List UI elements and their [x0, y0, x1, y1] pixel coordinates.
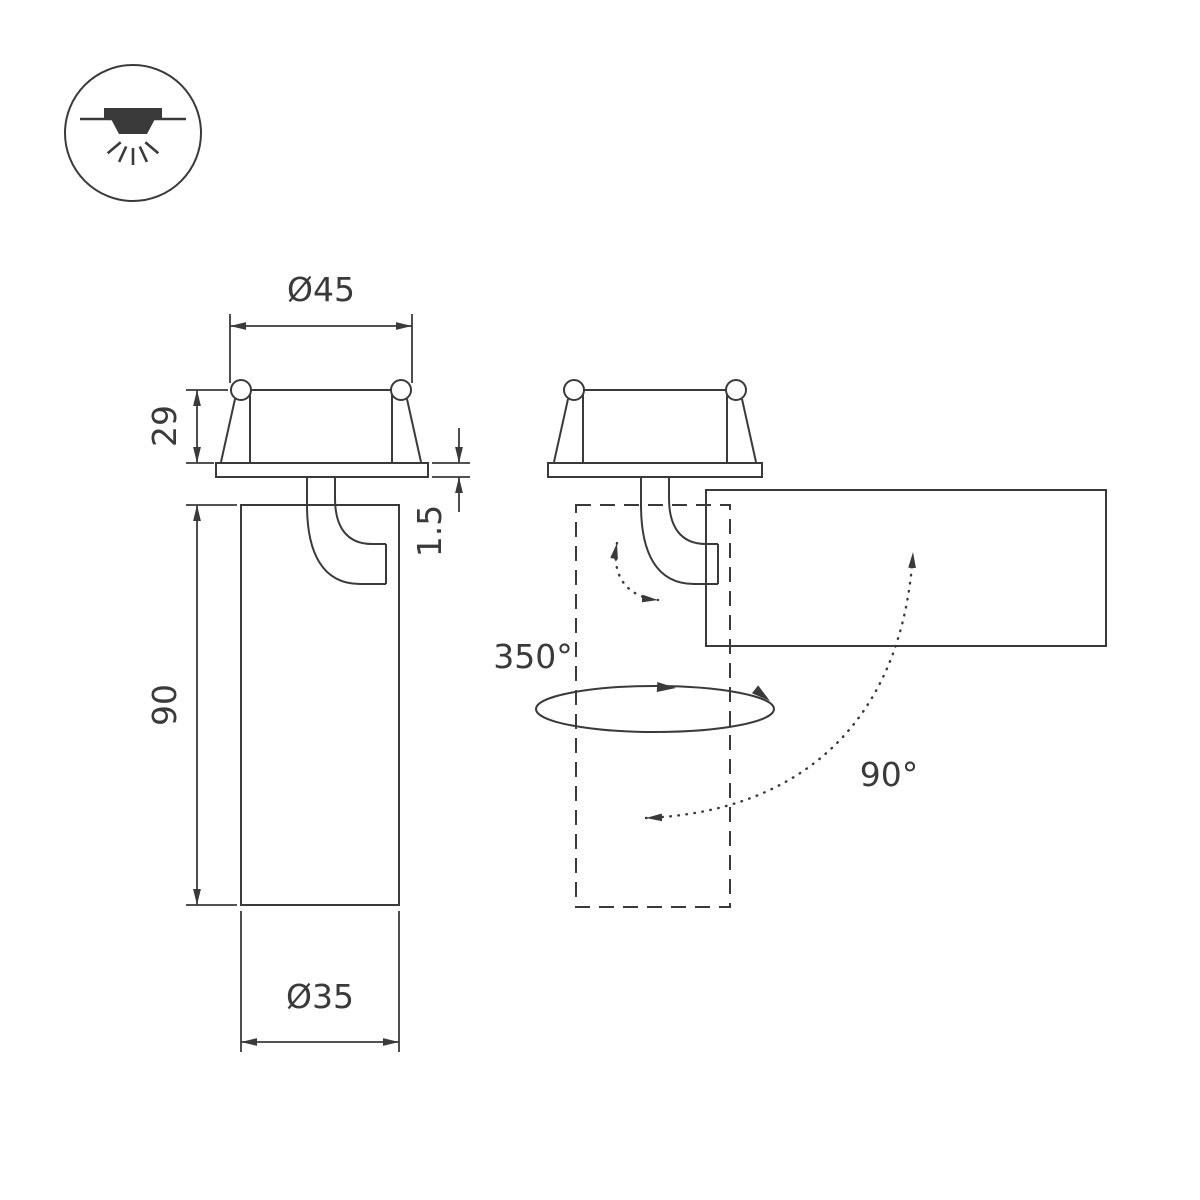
rotation-arrowhead — [656, 682, 676, 692]
label-body-length: 90 — [145, 684, 184, 726]
dim-body-diameter: Ø35 — [240, 911, 400, 1052]
flange — [215, 462, 429, 478]
spring-left — [220, 398, 236, 463]
fixture-housing — [104, 108, 162, 119]
label-flange-thickness: 1.5 — [410, 505, 449, 557]
recessed-cup — [249, 389, 393, 464]
swivel-arm — [306, 477, 387, 585]
arm-swivel-arc — [610, 541, 660, 603]
spring-pivot-right — [725, 379, 747, 401]
label-swivel-angle: 350° — [493, 637, 573, 676]
spring-pivot-right — [390, 379, 412, 401]
dim-body-length: 90 — [145, 504, 237, 906]
spring-right — [406, 398, 422, 463]
dim-flange-thickness: 1.5 — [410, 428, 470, 557]
fixture-trim — [111, 119, 155, 134]
label-body-diameter: Ø35 — [286, 977, 354, 1016]
spring-pivot-left — [563, 379, 585, 401]
icon-circle — [64, 64, 202, 202]
recessed-downlight-icon — [64, 64, 202, 202]
lamp-body — [240, 504, 400, 906]
recessed-cup — [582, 389, 728, 464]
label-tilt-angle: 90° — [860, 755, 919, 794]
swivel-rotation-indicator: 350° — [493, 637, 775, 733]
label-recess-height: 29 — [145, 405, 184, 447]
dim-top-diameter: Ø45 — [229, 270, 413, 383]
rotation-view: 350° 90° — [493, 379, 1107, 908]
light-rays-icon — [106, 141, 160, 165]
lamp-body-ghost — [575, 504, 731, 908]
spring-pivot-left — [230, 379, 252, 401]
front-view: Ø45 29 1.5 90 Ø35 — [145, 270, 470, 1052]
tilt-indicator: 90° — [644, 550, 919, 822]
dim-recess-height: 29 — [145, 389, 228, 464]
flange — [547, 462, 763, 478]
lamp-body-tilted — [705, 489, 1107, 647]
spring-right — [741, 398, 757, 463]
label-top-diameter: Ø45 — [287, 270, 355, 309]
spring-left — [553, 398, 569, 463]
